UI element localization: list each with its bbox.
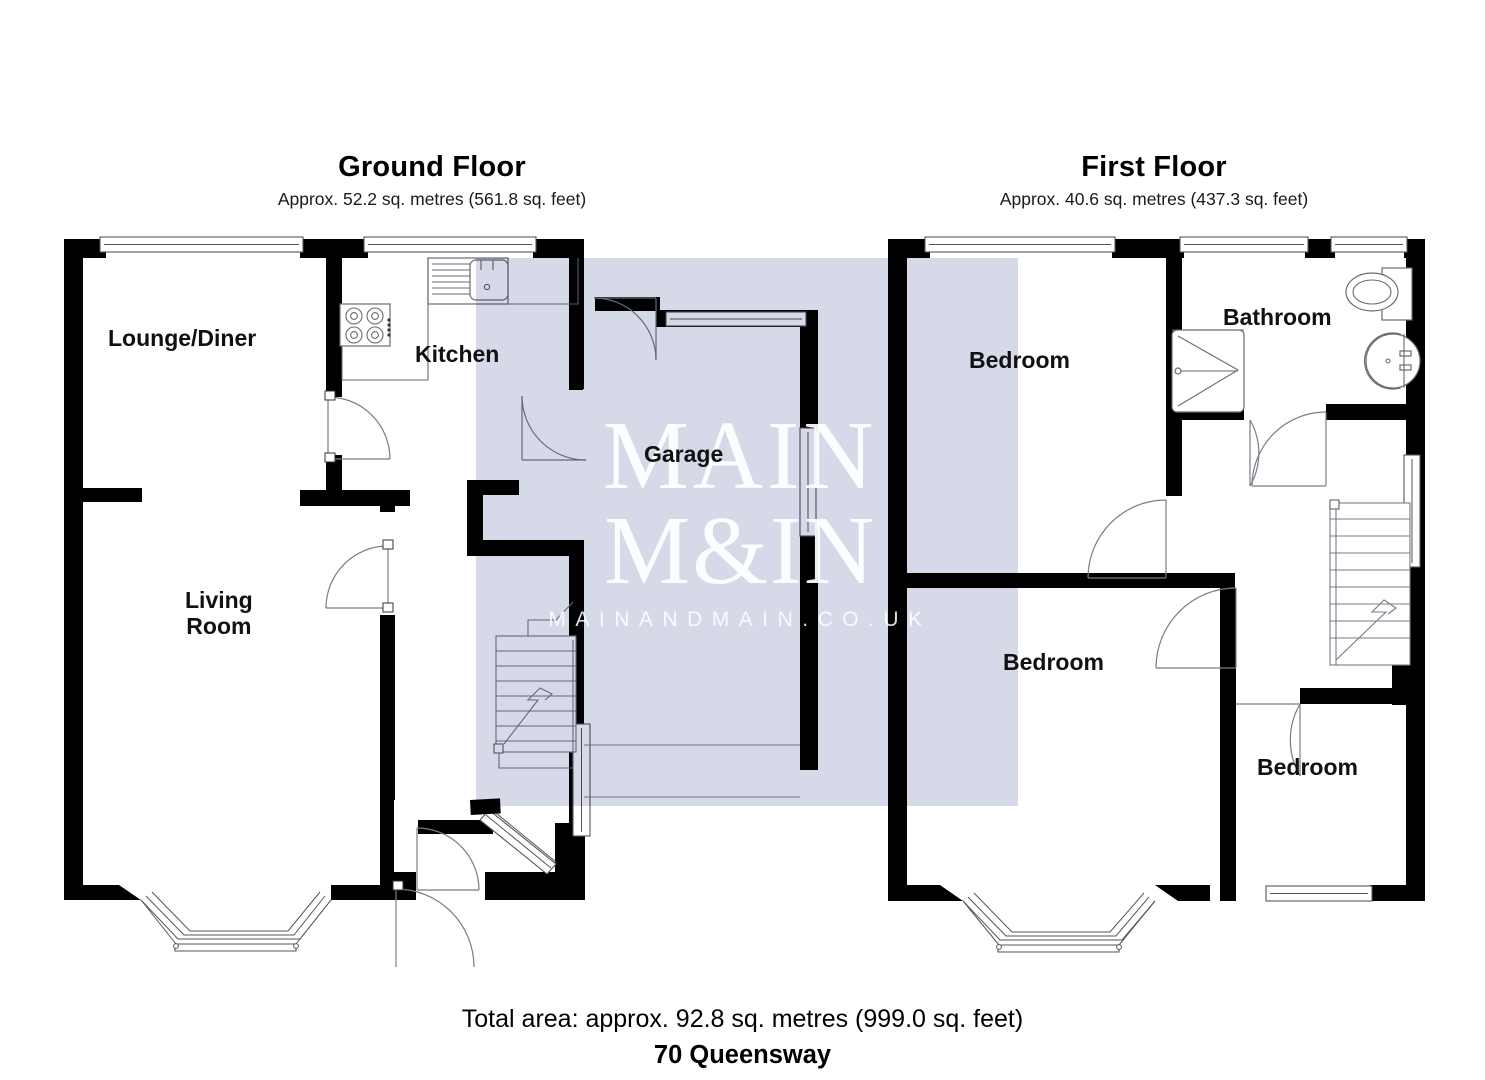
room-label-bedroom-1: Bedroom xyxy=(969,347,1070,373)
staircase-first xyxy=(1329,499,1411,666)
ground-floor-title: Ground Floor xyxy=(338,151,526,183)
door-hall-garage xyxy=(521,395,587,461)
bay-window-ground xyxy=(83,885,386,952)
window-bathroom-top-a xyxy=(1179,236,1309,253)
wash-basin xyxy=(1363,332,1421,390)
door-hall-livingroom xyxy=(325,539,394,613)
room-label-bedroom-2: Bedroom xyxy=(1003,649,1104,675)
total-area-text: Total area: approx. 92.8 sq. metres (999… xyxy=(461,1005,1024,1033)
first-floor-heading: First Floor Approx. 40.6 sq. metres (437… xyxy=(924,151,1384,209)
room-label-living-room: Living Room xyxy=(185,587,253,640)
room-label-bedroom-3: Bedroom xyxy=(1257,754,1358,780)
door-lounge-kitchen xyxy=(324,390,391,463)
door-bathroom xyxy=(1251,411,1327,487)
kitchen-hob xyxy=(339,303,391,347)
door-bedroom1 xyxy=(1087,499,1167,579)
shower-enclosure xyxy=(1171,329,1245,413)
first-floor-title: First Floor xyxy=(1081,151,1227,183)
property-address: 70 Queensway xyxy=(653,1040,832,1069)
garage-floor-lines xyxy=(584,744,800,798)
ground-floor-area: Approx. 52.2 sq. metres (561.8 sq. feet) xyxy=(277,188,587,209)
window-lounge-top xyxy=(99,236,304,253)
window-bathroom-top-b xyxy=(1330,236,1408,253)
room-label-living-room-line2: Room xyxy=(186,612,252,639)
ground-floor-heading: Ground Floor Approx. 52.2 sq. metres (56… xyxy=(202,151,662,209)
room-label-lounge-diner: Lounge/Diner xyxy=(108,325,257,351)
kitchen-sink xyxy=(469,259,509,301)
window-garage-right xyxy=(799,427,817,537)
room-label-living-room-line1: Living xyxy=(185,587,253,613)
window-bedroom3-bottom xyxy=(1265,885,1373,902)
staircase-ground xyxy=(493,601,577,769)
window-bedroom1-top xyxy=(924,236,1116,253)
door-bedroom3 xyxy=(1236,703,1301,777)
door-bedroom2 xyxy=(1155,587,1237,669)
room-label-kitchen: Kitchen xyxy=(415,341,500,367)
door-front-entrance xyxy=(416,827,480,891)
first-floor-plan xyxy=(888,236,1425,953)
footer: Total area: approx. 92.8 sq. metres (999… xyxy=(0,1005,1485,1070)
bay-window-first xyxy=(907,885,1210,953)
window-porch-angled xyxy=(470,798,557,875)
room-label-bathroom: Bathroom xyxy=(1223,304,1332,330)
room-label-garage: Garage xyxy=(644,441,724,467)
first-floor-area: Approx. 40.6 sq. metres (437.3 sq. feet) xyxy=(999,188,1309,209)
toilet-wc xyxy=(1345,267,1413,321)
door-landing-airing xyxy=(1249,419,1260,487)
window-garage-top xyxy=(665,311,807,327)
door-porch-inner xyxy=(392,880,475,968)
window-kitchen-top xyxy=(363,236,537,253)
